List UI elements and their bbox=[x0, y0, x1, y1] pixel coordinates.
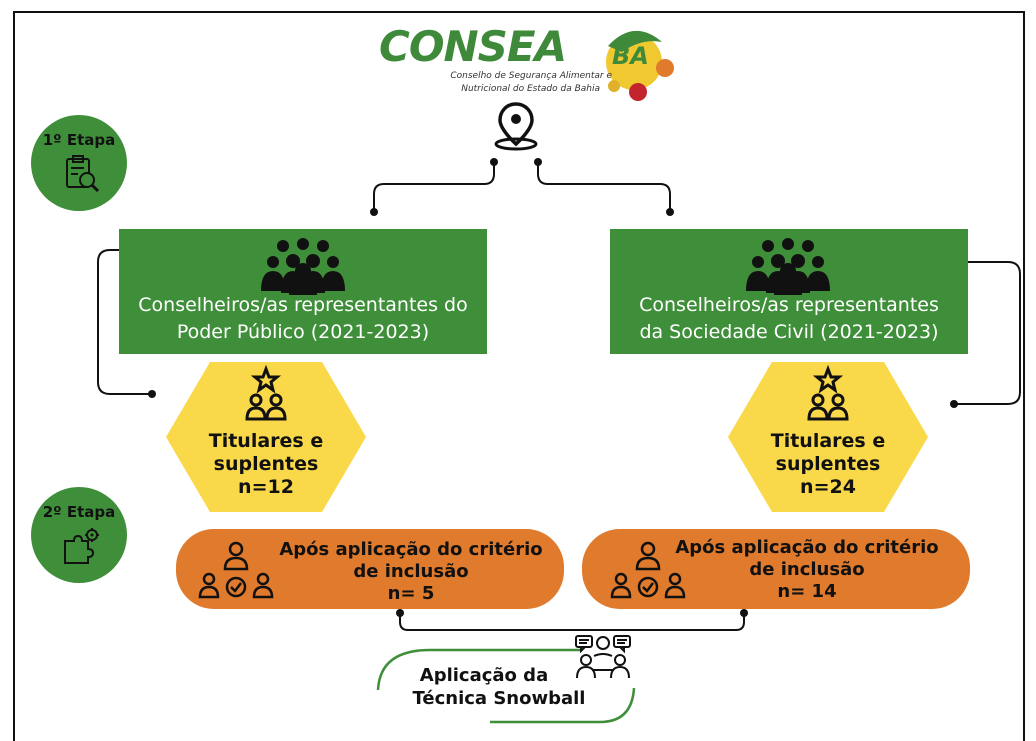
stage-2-label: 2º Etapa bbox=[42, 503, 116, 521]
right-criteria-count: n= 14 bbox=[777, 581, 837, 602]
discussion-icon bbox=[574, 634, 632, 680]
snowball-line-1: Aplicação da bbox=[419, 665, 549, 686]
people-check-icon bbox=[198, 541, 274, 599]
right-hexagon: Titulares e suplentes n=24 bbox=[728, 362, 928, 512]
left-hexagon-count: n=12 bbox=[238, 476, 294, 498]
left-hexagon-line-1: Titulares e bbox=[208, 430, 324, 452]
group-people-icon bbox=[261, 237, 345, 295]
stage-2-badge: 2º Etapa bbox=[31, 487, 127, 583]
snowball-line-2: Técnica Snowball bbox=[412, 688, 586, 709]
puzzle-gear-icon bbox=[62, 527, 102, 565]
left-hexagon: Titulares e suplentes n=12 bbox=[166, 362, 366, 512]
logo-emblem bbox=[592, 24, 676, 101]
diagram-frame bbox=[13, 11, 1025, 741]
left-criteria-line-1: Após aplicação do critério bbox=[279, 539, 543, 560]
right-hexagon-line-1: Titulares e bbox=[770, 430, 886, 452]
logo-subtitle-1: Conselho de Segurança Alimentar e bbox=[450, 71, 612, 81]
right-hexagon-count: n=24 bbox=[800, 476, 856, 498]
location-pin-icon bbox=[490, 100, 542, 152]
group-people-icon bbox=[746, 237, 830, 295]
clipboard-search-icon bbox=[64, 155, 100, 193]
right-hexagon-line-2: suplentes bbox=[775, 453, 881, 475]
left-criteria-pill: Após aplicação do critério de inclusão n… bbox=[176, 529, 564, 609]
left-criteria-count: n= 5 bbox=[387, 583, 435, 604]
star-people-icon bbox=[245, 364, 287, 422]
public-box-line-1: Conselheiros/as representantes do bbox=[138, 294, 468, 316]
star-people-icon bbox=[807, 364, 849, 422]
left-hexagon-line-2: suplentes bbox=[213, 453, 319, 475]
civil-box-line-1: Conselheiros/as representantes bbox=[639, 294, 939, 316]
logo-title: CONSEA bbox=[379, 22, 567, 71]
people-check-icon bbox=[610, 541, 686, 599]
right-criteria-line-2: de inclusão bbox=[749, 559, 865, 580]
right-criteria-pill: Após aplicação do critério de inclusão n… bbox=[582, 529, 970, 609]
stage-1-badge: 1º Etapa bbox=[31, 115, 127, 211]
snowball-label: Aplicação da Técnica Snowball bbox=[406, 664, 592, 710]
civil-box-line-2: da Sociedade Civil (2021-2023) bbox=[639, 321, 939, 343]
public-power-box: Conselheiros/as representantes do Poder … bbox=[119, 229, 487, 354]
right-criteria-line-1: Após aplicação do critério bbox=[675, 537, 939, 558]
public-box-line-2: Poder Público (2021-2023) bbox=[176, 321, 430, 343]
civil-society-box: Conselheiros/as representantes da Socied… bbox=[610, 229, 968, 354]
left-criteria-line-2: de inclusão bbox=[353, 561, 469, 582]
stage-1-label: 1º Etapa bbox=[42, 131, 116, 149]
logo-region: BA bbox=[612, 42, 649, 70]
logo-subtitle-2: Nutricional do Estado da Bahia bbox=[461, 84, 600, 94]
